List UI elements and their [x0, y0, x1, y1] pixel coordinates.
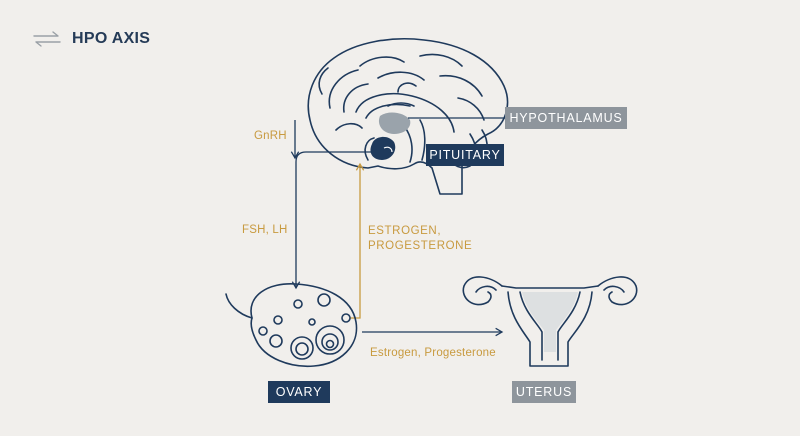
- pituitary-gland: [370, 136, 396, 160]
- fsh-lh-arrow: [291, 151, 372, 290]
- swap-arrows-icon: [33, 31, 61, 47]
- uterus-badge: UTERUS: [512, 381, 576, 403]
- uterus-illustration: [462, 276, 638, 367]
- ovary-badge: OVARY: [268, 381, 330, 403]
- estrogen-feedback-arrow: [350, 162, 365, 319]
- gnrh-label: GnRH: [254, 130, 287, 142]
- brain-illustration: [307, 38, 509, 195]
- hypothalamus-badge: HYPOTHALAMUS: [505, 107, 627, 129]
- estrogen-progesterone-feedback-label: ESTROGEN, PROGESTERONE: [368, 225, 473, 252]
- fsh-lh-label: FSH, LH: [242, 224, 288, 236]
- estrogen-progesterone-label: Estrogen, Progesterone: [370, 347, 496, 359]
- hypothalamus-region: [378, 112, 411, 134]
- page-title: HPO AXIS: [72, 30, 151, 47]
- uterus-lining: [522, 292, 578, 352]
- header: HPO AXIS: [32, 30, 150, 48]
- ovary-illustration: [225, 283, 358, 368]
- pituitary-badge: PITUITARY: [426, 144, 504, 166]
